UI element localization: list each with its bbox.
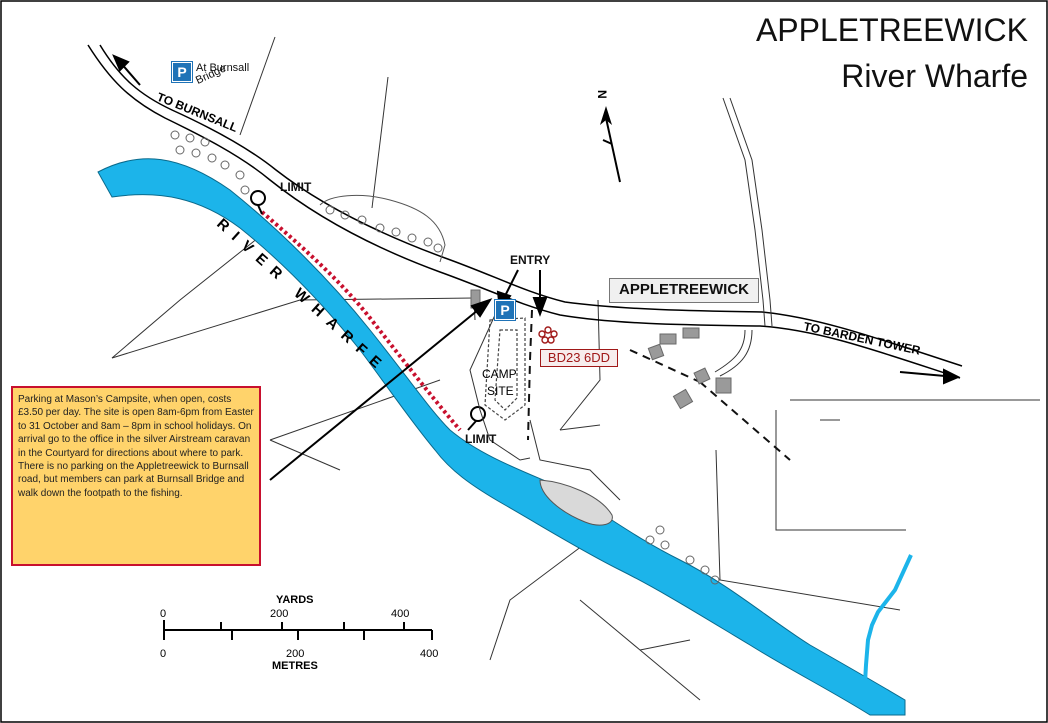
label-limit-bottom: LIMIT: [465, 432, 497, 446]
river-wharfe: [97, 158, 913, 716]
limit-markers: [250, 190, 486, 431]
parking-sign-burnsall-bridge: P: [172, 62, 192, 82]
scale-metres-tick: 0: [160, 648, 166, 660]
scale-metres-label: METRES: [272, 660, 318, 672]
label-site: SITE: [487, 384, 514, 398]
scale-metres-tick: 400: [420, 648, 438, 660]
label-limit-top: LIMIT: [280, 180, 312, 194]
postcode-badge: BD23 6DD: [540, 349, 618, 367]
scale-yards-label: YARDS: [276, 594, 314, 606]
main-road: [87, 44, 963, 379]
camp-site-outline: [484, 317, 526, 421]
camp-field: [469, 314, 531, 461]
label-appletreewick: APPLETREEWICK: [609, 278, 759, 303]
scale-metres-tick: 200: [286, 648, 304, 660]
flower-icon: [538, 326, 558, 344]
label-camp: CAMP: [482, 367, 517, 381]
north-arrow-icon: [600, 106, 621, 183]
footpaths: [527, 309, 791, 461]
label-entry: ENTRY: [510, 253, 551, 267]
scale-yards-tick: 200: [270, 608, 288, 620]
farm-tracks: [714, 97, 773, 377]
parking-info-paragraph-1: Parking at Mason’s Campsite, when open, …: [18, 394, 254, 459]
map-title: APPLETREEWICK: [755, 12, 1028, 48]
buildings: [470, 289, 732, 410]
label-north: N: [595, 90, 609, 99]
scale-yards-tick: 0: [160, 608, 166, 620]
scale-yards-tick: 400: [391, 608, 409, 620]
woodland-trees: [170, 130, 720, 585]
parking-sign-campsite: P: [495, 300, 515, 320]
parking-info-box: Parking at Mason’s Campsite, when open, …: [11, 386, 261, 566]
parking-info-paragraph-2: There is no parking on the Appletreewick…: [18, 461, 249, 499]
fishing-stretch: [260, 210, 462, 432]
scale-bar: [163, 620, 433, 640]
label-burnsall-bridge-line1: At Burnsall: [196, 62, 250, 74]
woodland-boundary: [319, 195, 446, 263]
map-subtitle: River Wharfe: [841, 58, 1028, 94]
